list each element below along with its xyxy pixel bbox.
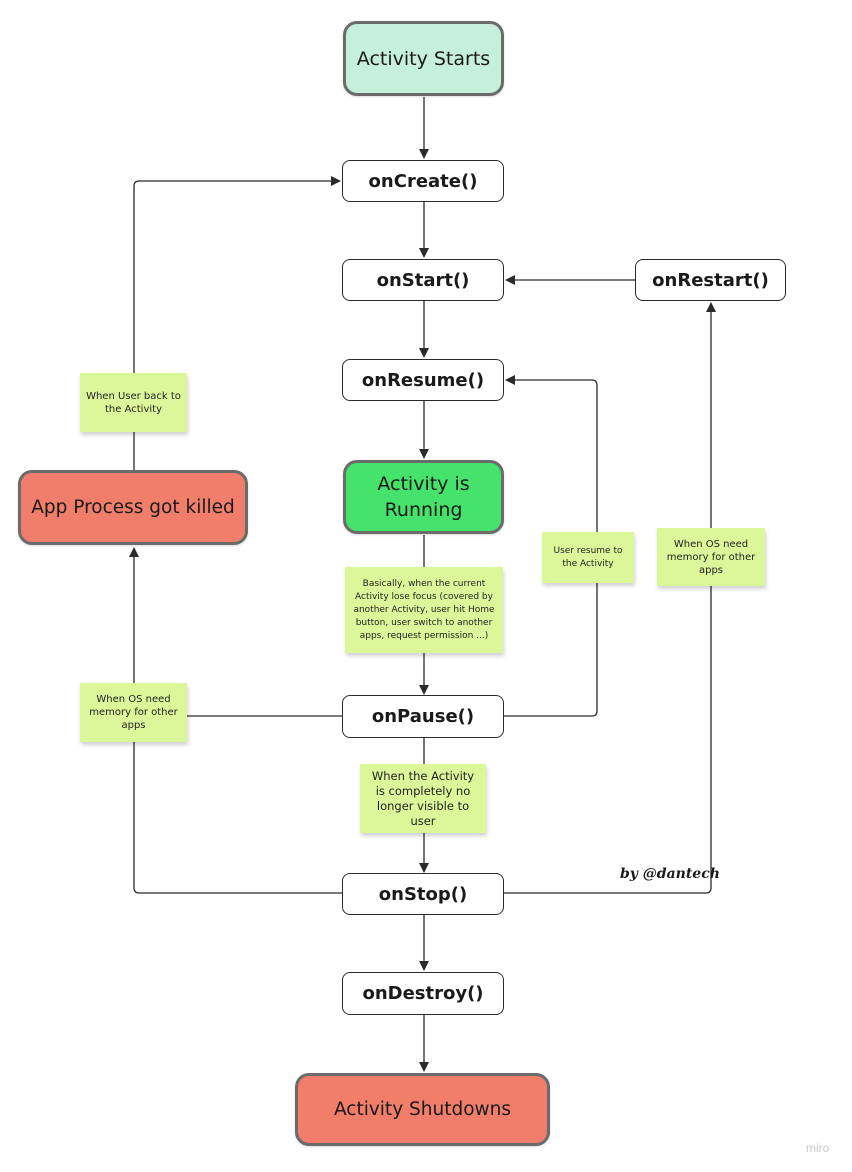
activity-running-node: Activity is Running xyxy=(343,460,504,534)
oncreate-node: onCreate() xyxy=(342,160,504,202)
activity-shutdowns-node: Activity Shutdowns xyxy=(295,1073,550,1146)
onstart-node: onStart() xyxy=(342,259,504,301)
note-lose-focus: Basically, when the current Activity los… xyxy=(345,567,503,653)
edge-killed-to-oncreate xyxy=(133,176,341,470)
miro-watermark: miro xyxy=(806,1141,830,1155)
onrestart-node: onRestart() xyxy=(635,259,786,301)
note-user-resume: User resume to the Activity xyxy=(542,532,634,583)
author-signature: by @dantech xyxy=(620,866,720,882)
edge-onstop-to-onrestart xyxy=(503,302,716,894)
edge-onstop-to-killed-join xyxy=(133,716,342,894)
onstop-node: onStop() xyxy=(342,873,504,915)
note-os-need-memory-right: When OS need memory for other apps xyxy=(657,528,765,586)
onresume-node: onResume() xyxy=(342,359,504,401)
note-no-longer-visible: When the Activity is completely no longe… xyxy=(360,764,486,833)
note-os-need-memory-left: When OS need memory for other apps xyxy=(80,683,187,742)
onpause-node: onPause() xyxy=(342,695,504,738)
note-user-back: When User back to the Activity xyxy=(80,373,187,432)
app-process-killed-node: App Process got killed xyxy=(18,470,248,545)
ondestroy-node: onDestroy() xyxy=(342,972,504,1015)
activity-starts-node: Activity Starts xyxy=(343,21,504,96)
